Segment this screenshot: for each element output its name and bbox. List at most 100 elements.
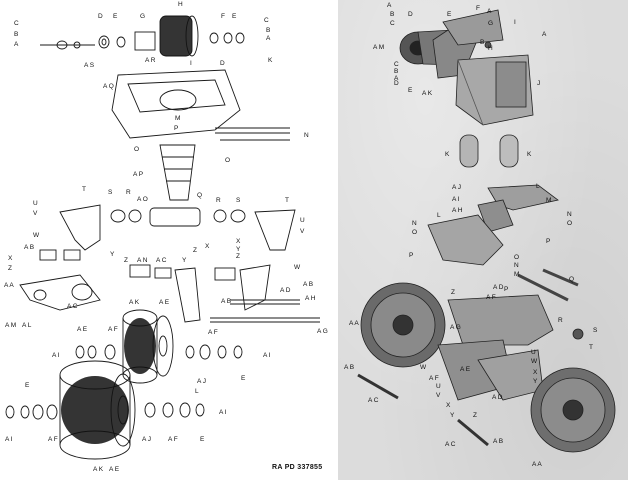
callout-label: G	[488, 20, 494, 27]
callout-label: A G	[317, 328, 328, 335]
callout-label: Z	[124, 257, 128, 264]
line-drawing	[5, 15, 320, 460]
callout-label: A F	[48, 436, 58, 443]
callout-label: X	[8, 255, 13, 262]
callout-label: A J	[142, 436, 152, 443]
callout-label: A N	[137, 257, 148, 264]
callout-label: D	[408, 11, 413, 18]
callout-label: A A	[4, 282, 14, 289]
callout-label: A H	[452, 207, 463, 214]
callout-label: C	[390, 20, 395, 27]
callout-label: B	[390, 11, 395, 18]
callout-label: A D	[492, 394, 503, 401]
callout-label: L	[437, 212, 441, 219]
callout-label: A B	[344, 364, 355, 371]
callout-label: A G	[450, 324, 461, 331]
callout-label: Z	[473, 412, 477, 419]
callout-label: V	[33, 210, 38, 217]
photo-drawing	[357, 9, 616, 453]
callout-label: A P	[133, 171, 144, 178]
callout-label: L	[536, 183, 540, 190]
callout-label: X	[205, 243, 210, 250]
callout-label: O	[412, 229, 418, 236]
callout-label: A E	[109, 466, 120, 473]
callout-label: Y	[110, 251, 115, 258]
callout-label: N	[514, 262, 519, 269]
callout-label: P	[174, 125, 179, 132]
callout-label: E	[447, 11, 452, 18]
callout-label: A I	[52, 352, 60, 359]
callout-label: A	[394, 75, 399, 82]
callout-label: A B	[493, 438, 504, 445]
callout-label: A J	[197, 378, 207, 385]
callout-label: O	[134, 146, 140, 153]
callout-label: A I	[452, 196, 460, 203]
callout-label: T	[285, 197, 289, 204]
callout-label: E	[200, 436, 205, 443]
callout-label: B	[480, 39, 485, 46]
callout-label: W	[294, 264, 301, 271]
callout-label: A K	[93, 466, 104, 473]
callout-label: K	[527, 151, 532, 158]
callout-label: X	[236, 238, 241, 245]
callout-label: Y	[533, 378, 538, 385]
callout-label: U	[531, 349, 536, 356]
callout-label: A A	[532, 461, 542, 468]
callout-label: A C	[156, 257, 167, 264]
callout-label: T	[82, 186, 86, 193]
callout-label: E	[113, 13, 118, 20]
callout-label: A R	[145, 57, 156, 64]
callout-label: A D	[493, 284, 504, 291]
callout-label: D	[98, 13, 103, 20]
callout-label: I	[190, 60, 192, 67]
callout-label: A L	[22, 322, 32, 329]
callout-label: A F	[168, 436, 178, 443]
callout-label: A C	[368, 397, 379, 404]
callout-label: A S	[84, 62, 95, 69]
callout-label: Q	[569, 276, 575, 283]
callout-label: E	[241, 375, 246, 382]
callout-label: N	[304, 132, 309, 139]
callout-label: C	[264, 17, 269, 24]
callout-label: A F	[486, 294, 496, 301]
callout-label: A K	[129, 299, 140, 306]
callout-label: P	[546, 238, 551, 245]
callout-label: A M	[373, 44, 385, 51]
callout-label: Z	[236, 253, 240, 260]
callout-label: U	[436, 383, 441, 390]
callout-label: Z	[8, 265, 12, 272]
callout-label: A	[14, 41, 19, 48]
callout-label: T	[589, 344, 593, 351]
callout-label: U	[300, 217, 305, 224]
callout-label: J	[537, 80, 541, 87]
callout-label: W	[420, 364, 427, 371]
callout-label: S	[593, 327, 598, 334]
callout-label: A M	[5, 322, 17, 329]
callout-label: C	[14, 20, 19, 27]
callout-label: H	[488, 45, 493, 52]
callout-label: N	[567, 211, 572, 218]
callout-label: A C	[445, 441, 456, 448]
callout-label: A B	[221, 298, 232, 305]
callout-label: A A	[349, 320, 359, 327]
callout-label: S	[108, 189, 113, 196]
callout-label: L	[195, 388, 199, 395]
callout-label: O	[514, 254, 520, 261]
callout-label: A E	[77, 326, 88, 333]
callout-label: A F	[108, 326, 118, 333]
callout-label: Y	[182, 257, 187, 264]
callout-label: A D	[280, 287, 291, 294]
callout-label: A	[387, 2, 392, 9]
callout-label: M	[546, 197, 552, 204]
callout-label: E	[408, 87, 413, 94]
callout-label: B	[394, 68, 399, 75]
callout-label: O	[567, 220, 573, 227]
callout-label: Q	[197, 192, 203, 199]
callout-label: K	[445, 151, 450, 158]
callout-label: A I	[263, 352, 271, 359]
callout-label: R	[216, 197, 221, 204]
callout-label: K	[268, 57, 273, 64]
callout-label: V	[436, 392, 441, 399]
callout-label: A E	[159, 299, 170, 306]
